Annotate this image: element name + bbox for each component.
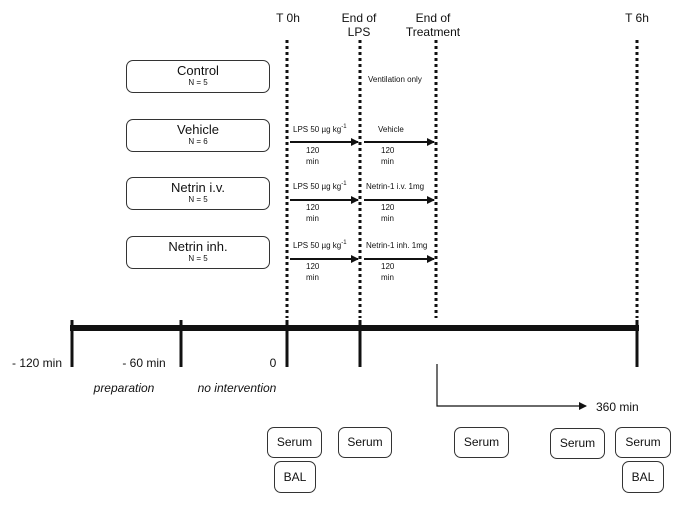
group-box-netrin-iv: Netrin i.v. N = 5 bbox=[126, 177, 270, 210]
netrin-iv-treatment-duration: 120 bbox=[381, 203, 395, 212]
netrin-inh-treatment-unit: min bbox=[381, 273, 394, 282]
group-box-netrin-inh: Netrin inh. N = 5 bbox=[126, 236, 270, 269]
end-lps-label-line2: LPS bbox=[348, 25, 371, 39]
vehicle-treatment-duration: 120 bbox=[381, 146, 395, 155]
end-time-label: 360 min bbox=[596, 400, 639, 414]
vehicle-lps-label: LPS 50 µg kg-1 bbox=[293, 124, 347, 134]
tick-label-0: 0 bbox=[270, 356, 277, 370]
netrin-iv-lps-duration: 120 bbox=[306, 203, 320, 212]
group-box-vehicle: Vehicle N = 6 bbox=[126, 119, 270, 152]
group-count: N = 5 bbox=[188, 78, 208, 87]
t0-label: T 0h bbox=[276, 11, 300, 25]
group-box-control: Control N = 5 bbox=[126, 60, 270, 93]
serum-sample-t6: Serum bbox=[615, 427, 671, 458]
phase-preparation: preparation bbox=[93, 381, 155, 395]
netrin-inh-lps-unit: min bbox=[306, 273, 319, 282]
serum-sample-t0: Serum bbox=[267, 427, 322, 458]
serum-sample-end-lps: Serum bbox=[338, 427, 392, 458]
phase-no-intervention: no intervention bbox=[198, 381, 277, 395]
vehicle-lps-unit: min bbox=[306, 157, 319, 166]
bal-sample-t0: BAL bbox=[274, 461, 316, 493]
netrin-iv-lps-label: LPS 50 µg kg-1 bbox=[293, 181, 347, 191]
vehicle-lps-duration: 120 bbox=[306, 146, 320, 155]
netrin-iv-treatment-unit: min bbox=[381, 214, 394, 223]
group-name: Netrin i.v. bbox=[171, 180, 225, 195]
vehicle-treatment-label: Vehicle bbox=[378, 125, 404, 134]
t6-label: T 6h bbox=[625, 11, 649, 25]
group-name: Vehicle bbox=[177, 122, 219, 137]
serum-sample-mid: Serum bbox=[454, 427, 509, 458]
group-count: N = 6 bbox=[188, 137, 208, 146]
netrin-inh-treatment-label: Netrin-1 inh. 1mg bbox=[366, 241, 427, 250]
duration-elbow-arrow bbox=[436, 364, 587, 410]
netrin-inh-lps-duration: 120 bbox=[306, 262, 320, 271]
netrin-iv-treatment-label: Netrin-1 i.v. 1mg bbox=[366, 182, 424, 191]
tick-label-minus-120: - 120 min bbox=[12, 356, 62, 370]
group-count: N = 5 bbox=[188, 195, 208, 204]
group-count: N = 5 bbox=[188, 254, 208, 263]
netrin-inh-treatment-duration: 120 bbox=[381, 262, 395, 271]
netrin-inh-lps-label: LPS 50 µg kg-1 bbox=[293, 240, 347, 250]
bal-sample-t6: BAL bbox=[622, 461, 664, 493]
group-name: Netrin inh. bbox=[168, 239, 228, 254]
serum-sample-late: Serum bbox=[550, 428, 605, 459]
control-note: Ventilation only bbox=[368, 75, 422, 84]
netrin-iv-lps-unit: min bbox=[306, 214, 319, 223]
end-lps-label-line1: End of bbox=[342, 11, 377, 25]
group-name: Control bbox=[177, 63, 219, 78]
end-treatment-label-line2: Treatment bbox=[406, 25, 461, 39]
end-treatment-label-line1: End of bbox=[416, 11, 451, 25]
vehicle-treatment-unit: min bbox=[381, 157, 394, 166]
tick-label-minus-60: - 60 min bbox=[122, 356, 165, 370]
